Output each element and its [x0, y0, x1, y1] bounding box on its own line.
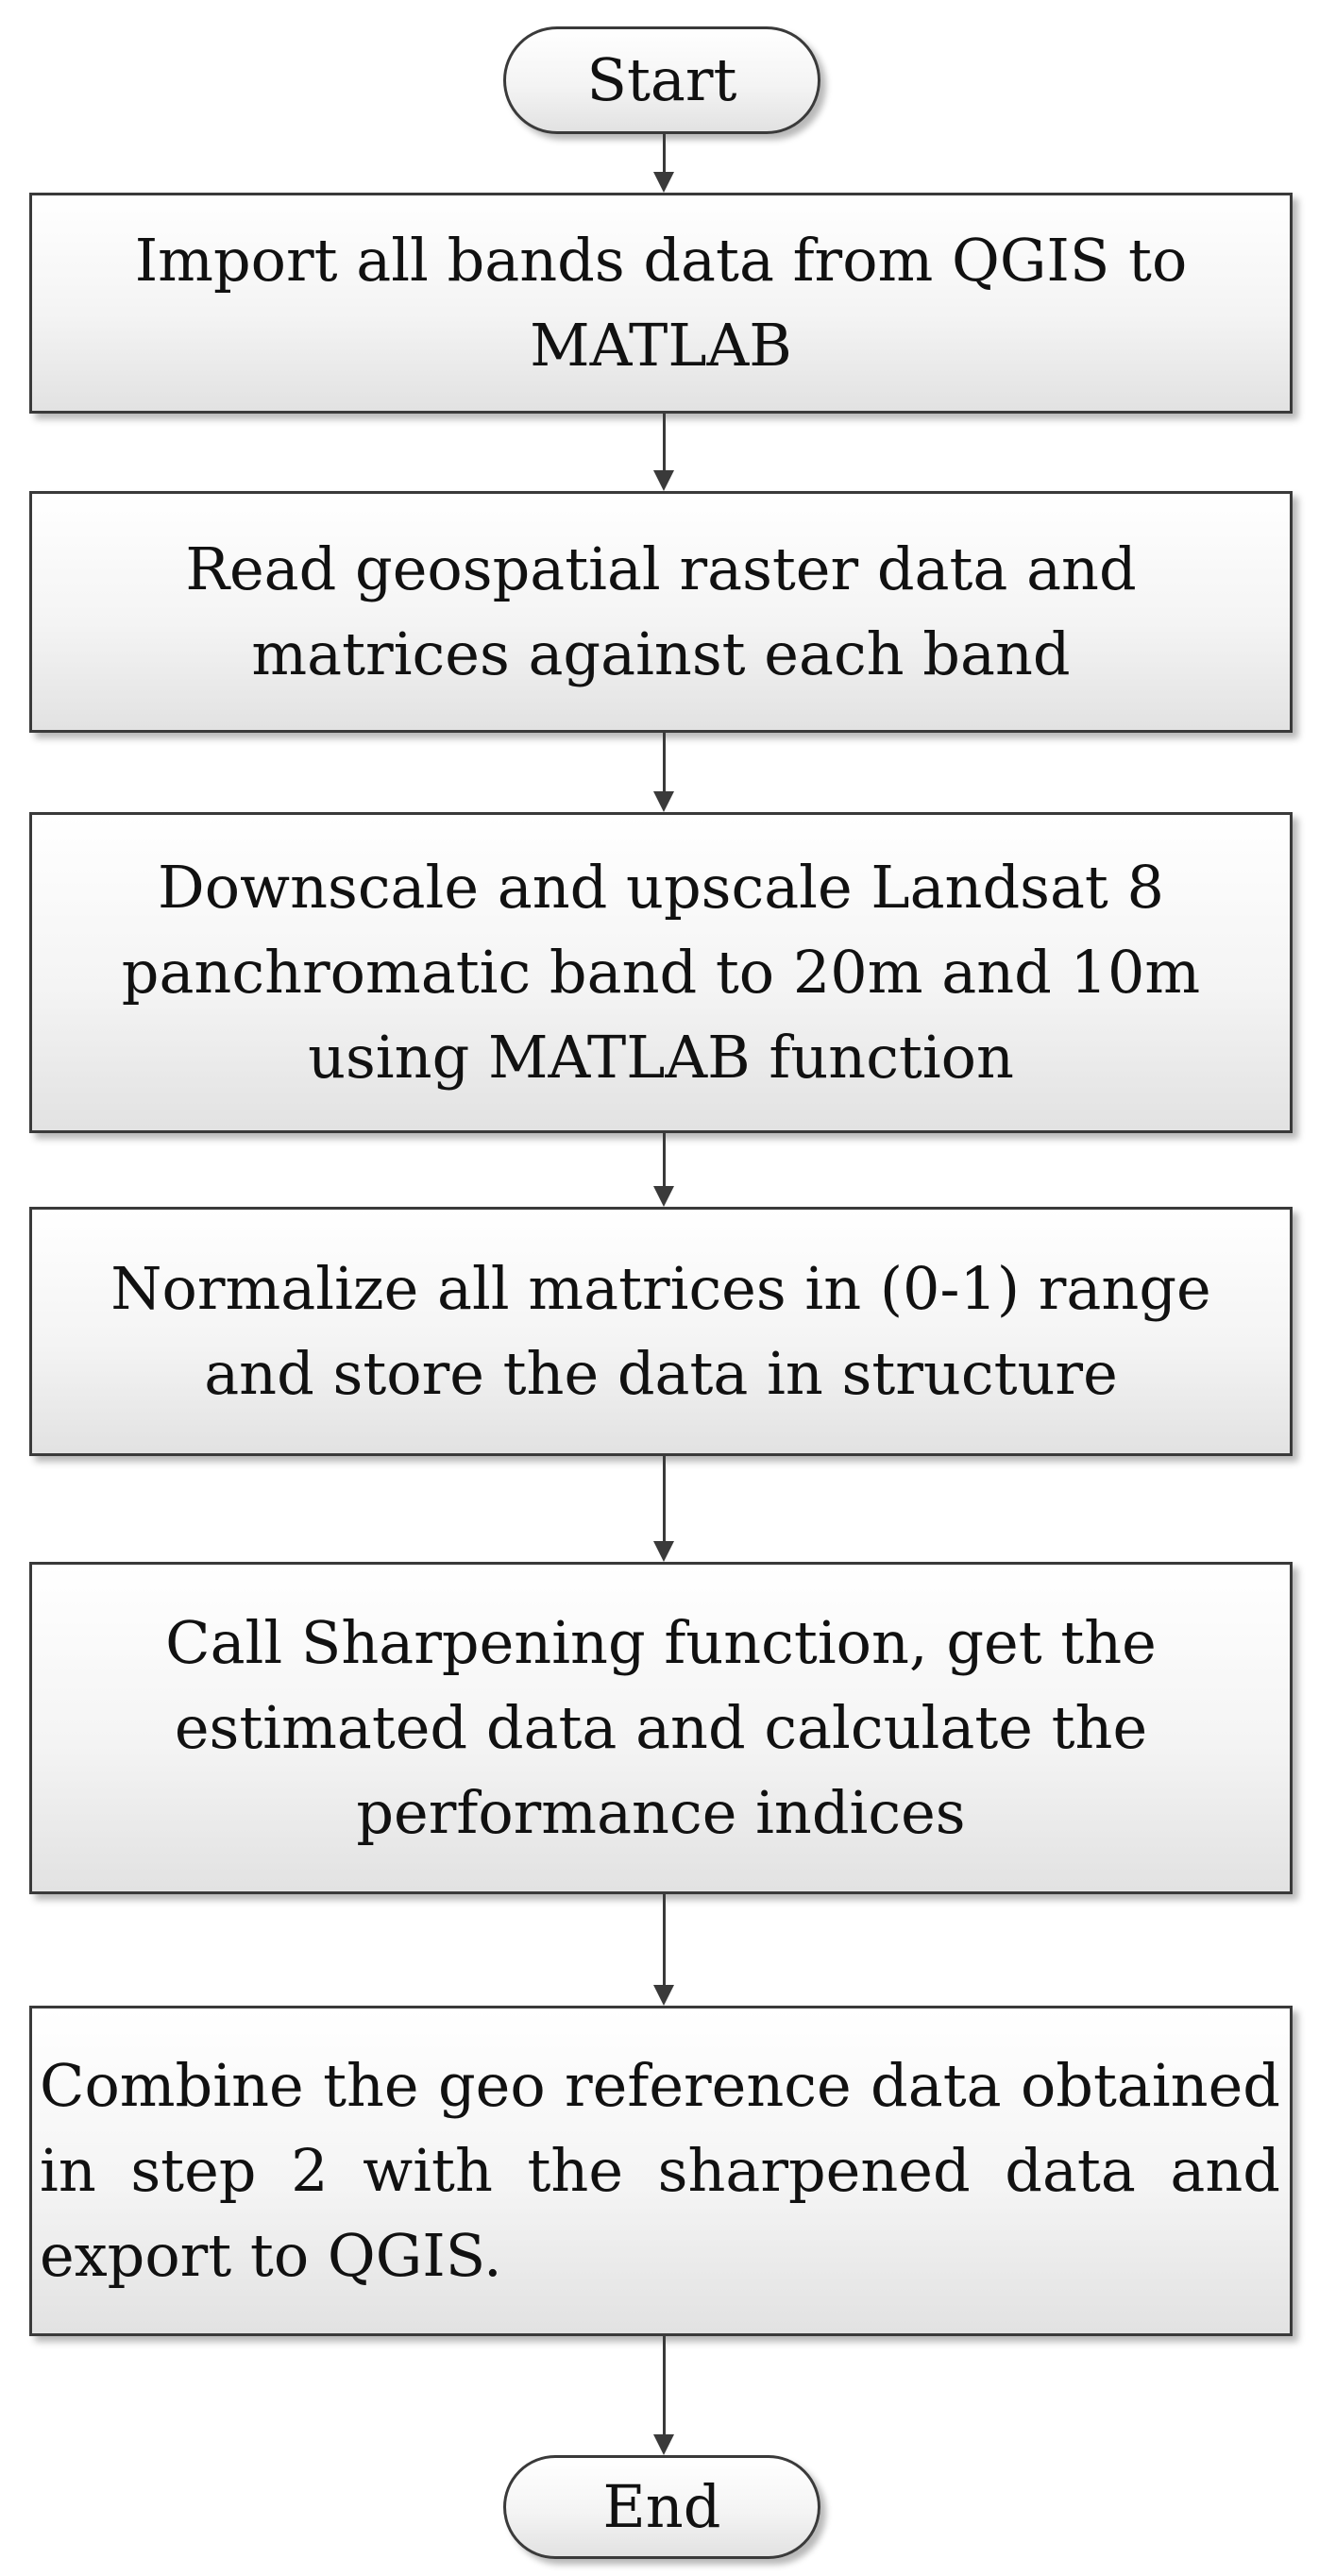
process-step-5: Call Sharpening function, get the estima… [29, 1562, 1293, 1894]
process-step-3: Downscale and upscale Landsat 8 panchrom… [29, 812, 1293, 1133]
process-step-4-label: Normalize all matrices in (0-1) range an… [110, 1254, 1211, 1408]
process-step-2: Read geospatial raster data and matrices… [29, 491, 1293, 733]
process-step-1: Import all bands data from QGIS to MATLA… [29, 193, 1293, 414]
process-step-6: Combine the geo reference data obtained … [29, 2006, 1293, 2336]
end-label: End [602, 2472, 721, 2541]
process-step-6-label: Combine the geo reference data obtained … [40, 2051, 1280, 2290]
end-terminal: End [503, 2455, 820, 2559]
start-label: Start [586, 45, 737, 114]
start-terminal: Start [503, 26, 820, 134]
process-step-1-label: Import all bands data from QGIS to MATLA… [134, 226, 1188, 380]
process-step-5-label: Call Sharpening function, get the estima… [165, 1608, 1157, 1847]
process-step-4: Normalize all matrices in (0-1) range an… [29, 1207, 1293, 1456]
process-step-2-label: Read geospatial raster data and matrices… [185, 534, 1137, 688]
process-step-3-label: Downscale and upscale Landsat 8 panchrom… [121, 853, 1201, 1092]
